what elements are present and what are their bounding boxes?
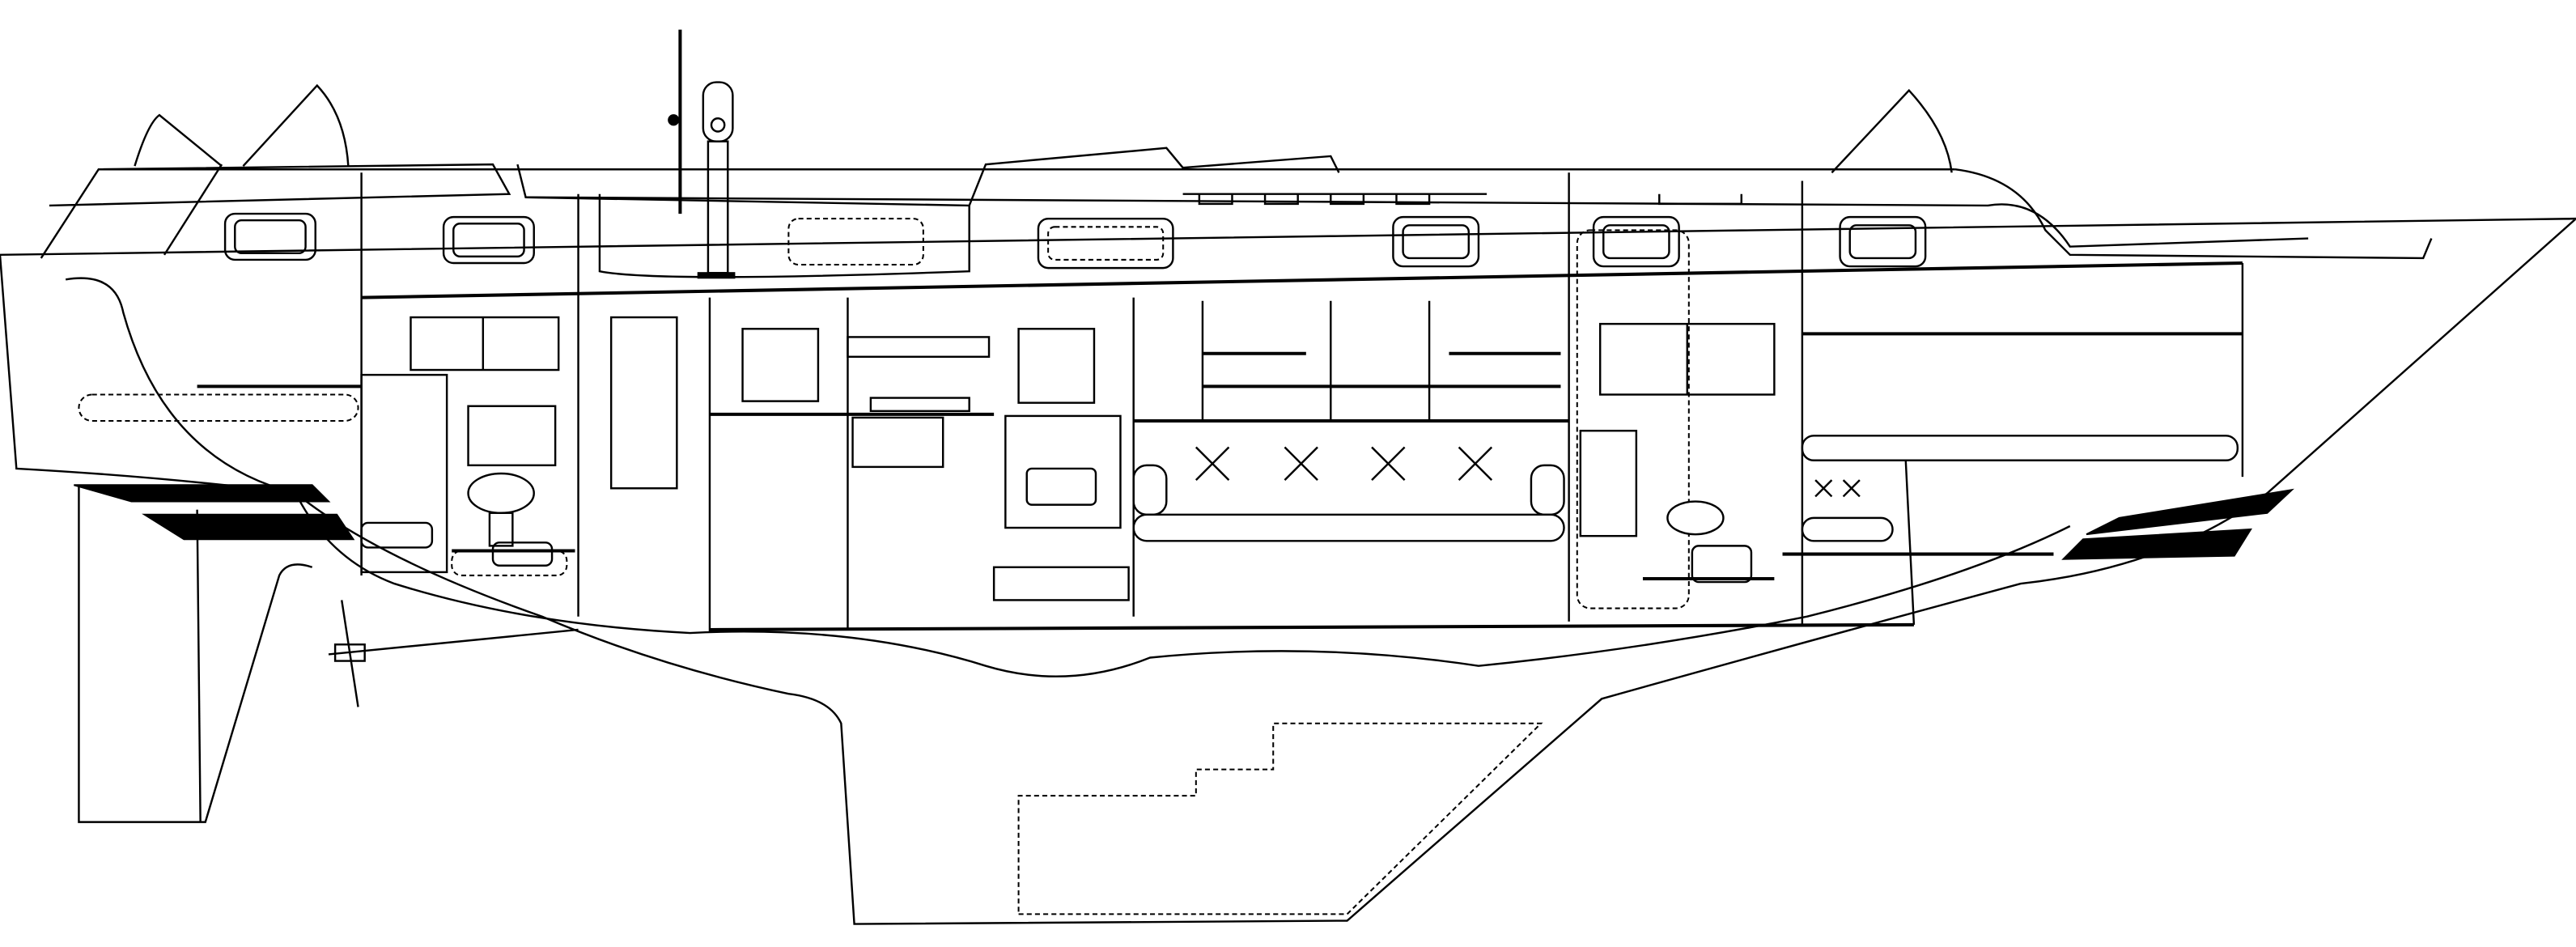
rails xyxy=(134,83,1953,174)
propeller xyxy=(328,600,579,707)
mast xyxy=(668,29,736,279)
portholes xyxy=(223,212,1927,270)
aft-head xyxy=(360,316,678,576)
forward-head xyxy=(1576,229,2243,625)
saloon xyxy=(1132,300,1569,542)
boot-stripes xyxy=(74,484,2294,560)
bulkheads xyxy=(360,172,2244,634)
cabin-house xyxy=(40,147,2433,299)
rudder xyxy=(78,485,313,823)
hull xyxy=(0,217,2576,925)
galley xyxy=(709,328,1914,631)
keel-ballast xyxy=(1017,722,1543,915)
